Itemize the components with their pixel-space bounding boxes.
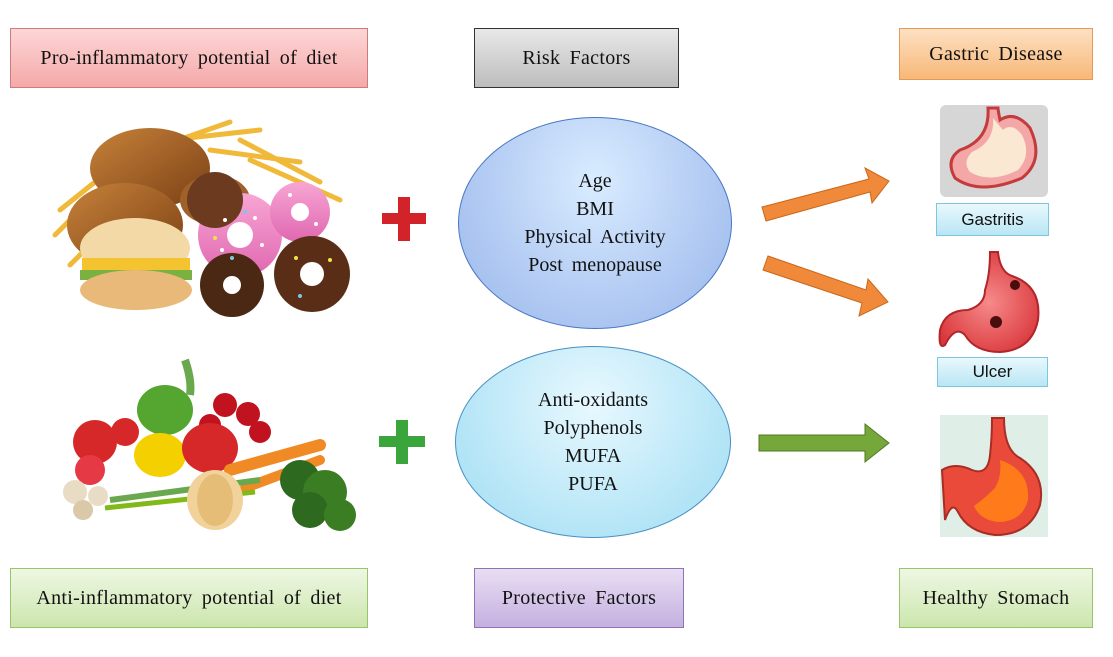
pro-inflammatory-label: Pro-inflammatory potential of diet xyxy=(10,28,368,88)
protective-factors-label: Protective Factors xyxy=(474,568,684,628)
protective-factor-item: Polyphenols xyxy=(543,417,643,439)
gastritis-stomach-icon xyxy=(940,105,1048,197)
green-plus-icon xyxy=(379,420,425,464)
protective-factors-ellipse: Anti-oxidants Polyphenols MUFA PUFA xyxy=(455,346,731,538)
arrow-to-ulcer-icon xyxy=(762,255,889,317)
arrow-to-healthy-icon xyxy=(758,422,890,464)
ulcer-stomach-icon xyxy=(938,251,1040,354)
healthy-stomach-icon xyxy=(940,415,1048,537)
risk-factor-item: BMI xyxy=(576,198,614,220)
protective-factor-item: Anti-oxidants xyxy=(538,389,648,411)
risk-factor-item: Post menopause xyxy=(528,254,662,276)
anti-inflammatory-label: Anti-inflammatory potential of diet xyxy=(10,568,368,628)
arrow-to-gastritis-icon xyxy=(761,166,890,222)
junk-food-image xyxy=(52,119,350,317)
risk-factor-item: Age xyxy=(578,170,612,192)
protective-factor-item: PUFA xyxy=(568,473,618,495)
vegetables-image xyxy=(63,358,356,531)
red-plus-icon xyxy=(382,197,426,241)
healthy-stomach-label: Healthy Stomach xyxy=(899,568,1093,628)
gastric-disease-label: Gastric Disease xyxy=(899,28,1093,80)
risk-factors-ellipse: Age BMI Physical Activity Post menopause xyxy=(458,117,732,329)
risk-factors-label: Risk Factors xyxy=(474,28,679,88)
risk-factor-item: Physical Activity xyxy=(524,226,666,248)
ulcer-label: Ulcer xyxy=(937,357,1048,387)
protective-factor-item: MUFA xyxy=(564,445,622,467)
gastritis-label: Gastritis xyxy=(936,203,1049,236)
